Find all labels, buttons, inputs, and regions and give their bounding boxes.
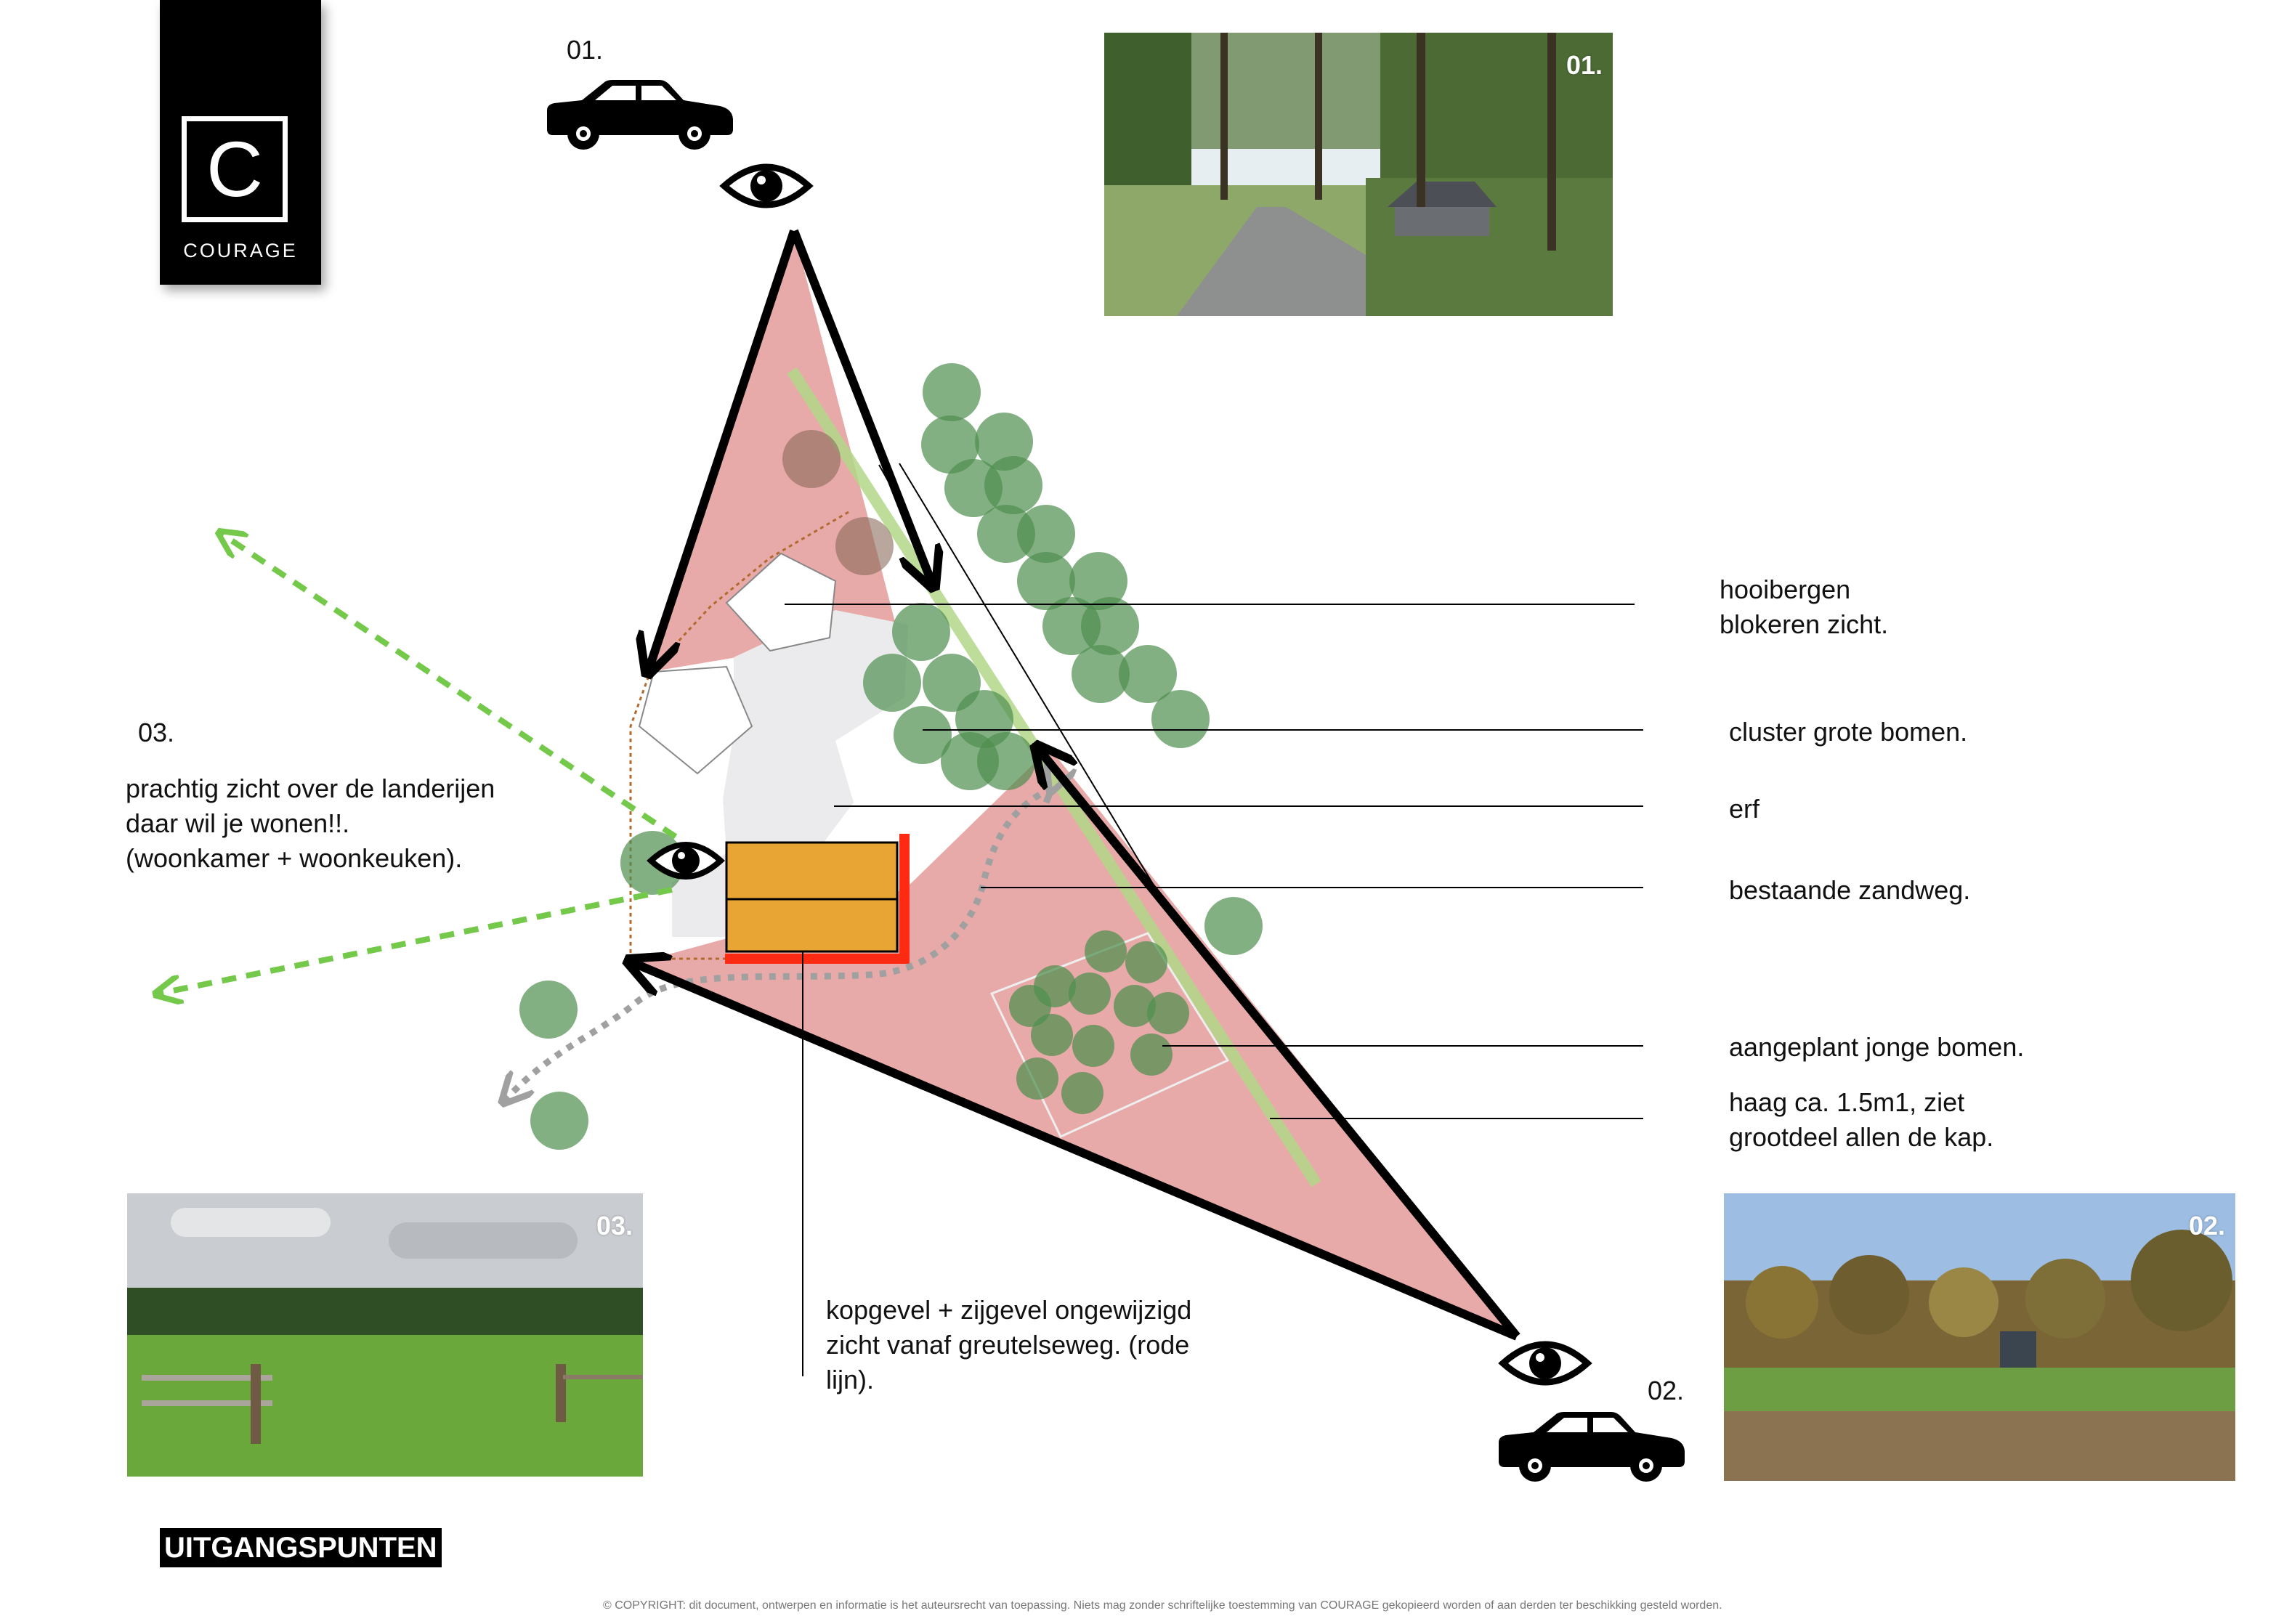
trees-in-cone — [782, 430, 894, 575]
eye-icon — [647, 842, 725, 880]
annotation-kopgevel: kopgevel + zijgevel ongewijzigd zicht va… — [826, 1295, 1192, 1394]
yard-area — [672, 610, 908, 937]
cone-02-line-right — [1039, 750, 1520, 1339]
section-title: UITGANGSPUNTEN — [160, 1528, 442, 1567]
car-icon — [1499, 1412, 1685, 1482]
car-icon — [547, 80, 733, 150]
courage-logo: C COURAGE — [160, 0, 321, 285]
cone-01-line-right — [790, 229, 932, 583]
viewpoint-number-02: 02. — [1648, 1376, 1685, 1405]
eye-icon — [719, 163, 814, 208]
haystack-2 — [638, 665, 753, 775]
view-cone-01 — [650, 231, 897, 672]
logo-square: C — [182, 116, 288, 222]
photo-01-label: 01. — [1566, 50, 1603, 80]
photo-02-image — [1724, 1193, 2235, 1481]
access-path-arrow-head — [1042, 788, 1052, 804]
annotation-zandweg: bestaande zandweg. — [1729, 875, 1971, 905]
view-description: prachtig zicht over de landerijen daar w… — [126, 774, 495, 873]
eye-icon — [1498, 1341, 1592, 1386]
viewpoint-number-03: 03. — [138, 718, 175, 747]
annotation-jonge-bomen: aangeplant jonge bomen. — [1729, 1032, 2025, 1062]
annotation-haag: haag ca. 1.5m1, ziet grootdeel allen de … — [1729, 1087, 1994, 1152]
view-arrow-north-west — [222, 534, 678, 840]
photo-02: 02. — [1724, 1193, 2235, 1481]
photo-03-label: 03. — [596, 1211, 633, 1241]
facade-line — [725, 834, 910, 964]
annotation-erf: erf — [1729, 794, 1760, 824]
haystack-1 — [725, 552, 837, 652]
cone-01-line-left — [649, 230, 798, 670]
viewpoint-number-01: 01. — [567, 35, 604, 65]
photo-03: 03. — [127, 1193, 643, 1477]
building — [725, 841, 899, 953]
view-arrow-west — [158, 887, 673, 994]
annotation-bomen: cluster grote bomen. — [1729, 717, 1968, 747]
cone-02-line-left — [632, 962, 1519, 1341]
photo-01: 01. — [1104, 33, 1613, 316]
young-trees — [1009, 930, 1189, 1114]
photo-01-image — [1104, 33, 1613, 316]
photo-03-image — [127, 1193, 643, 1477]
hedge-line-1 — [899, 463, 1170, 912]
copyright-notice: © COPYRIGHT: dit document, ontwerpen en … — [603, 1599, 1722, 1612]
logo-letter: C — [206, 125, 263, 213]
logo-wordmark: COURAGE — [183, 240, 298, 261]
annotation-hooibergen: hooibergen blokeren zicht. — [1720, 575, 1889, 639]
photo-02-label: 02. — [2188, 1211, 2225, 1241]
large-trees-cluster — [519, 363, 1263, 1150]
